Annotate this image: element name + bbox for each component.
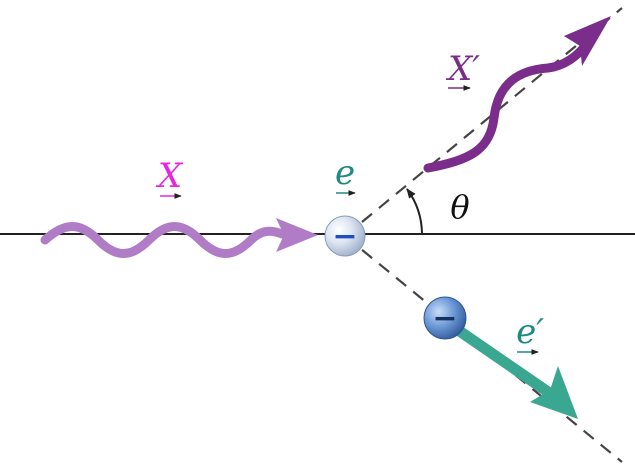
scattered-electron-arrowhead [530,366,578,419]
incident-electron: − [324,215,366,257]
angle-arc [406,188,423,235]
scattered-photon-label: X′ [445,49,480,89]
scattered-electron-charge: − [432,301,457,336]
angle-theta-label: θ [450,188,469,226]
incident-electron-label: e [335,153,355,193]
scattered-electron: − [423,296,467,340]
incident-electron-charge: − [332,219,357,254]
scattered-electron-label: e′ [516,312,544,352]
scattered-photon-direction-line [344,7,623,237]
scattered-electron-arrow-shaft [452,324,554,398]
incident-photon-wave [40,222,287,258]
scattered-photon-wave [423,41,590,173]
incident-photon-label: X [155,156,184,196]
incident-photon-arrowhead [276,218,318,252]
scattered-photon-arrowhead [564,16,611,66]
